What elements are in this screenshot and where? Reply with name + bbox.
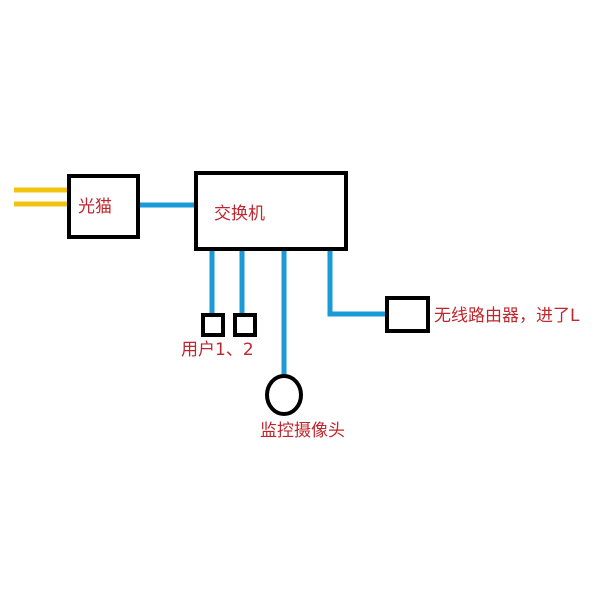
camera-label: 监控摄像头 (260, 421, 345, 441)
switch-box (194, 171, 348, 251)
modem-box (67, 174, 140, 239)
router-cable (327, 248, 386, 317)
modem-label: 光猫 (78, 197, 112, 217)
router-label: 无线路由器，进了L (434, 306, 580, 326)
user2-box (233, 313, 257, 337)
camera-icon (265, 374, 303, 416)
router-box (385, 296, 430, 333)
user1-box (201, 313, 225, 337)
users-label: 用户1、2 (181, 340, 254, 360)
switch-label: 交换机 (214, 204, 265, 224)
